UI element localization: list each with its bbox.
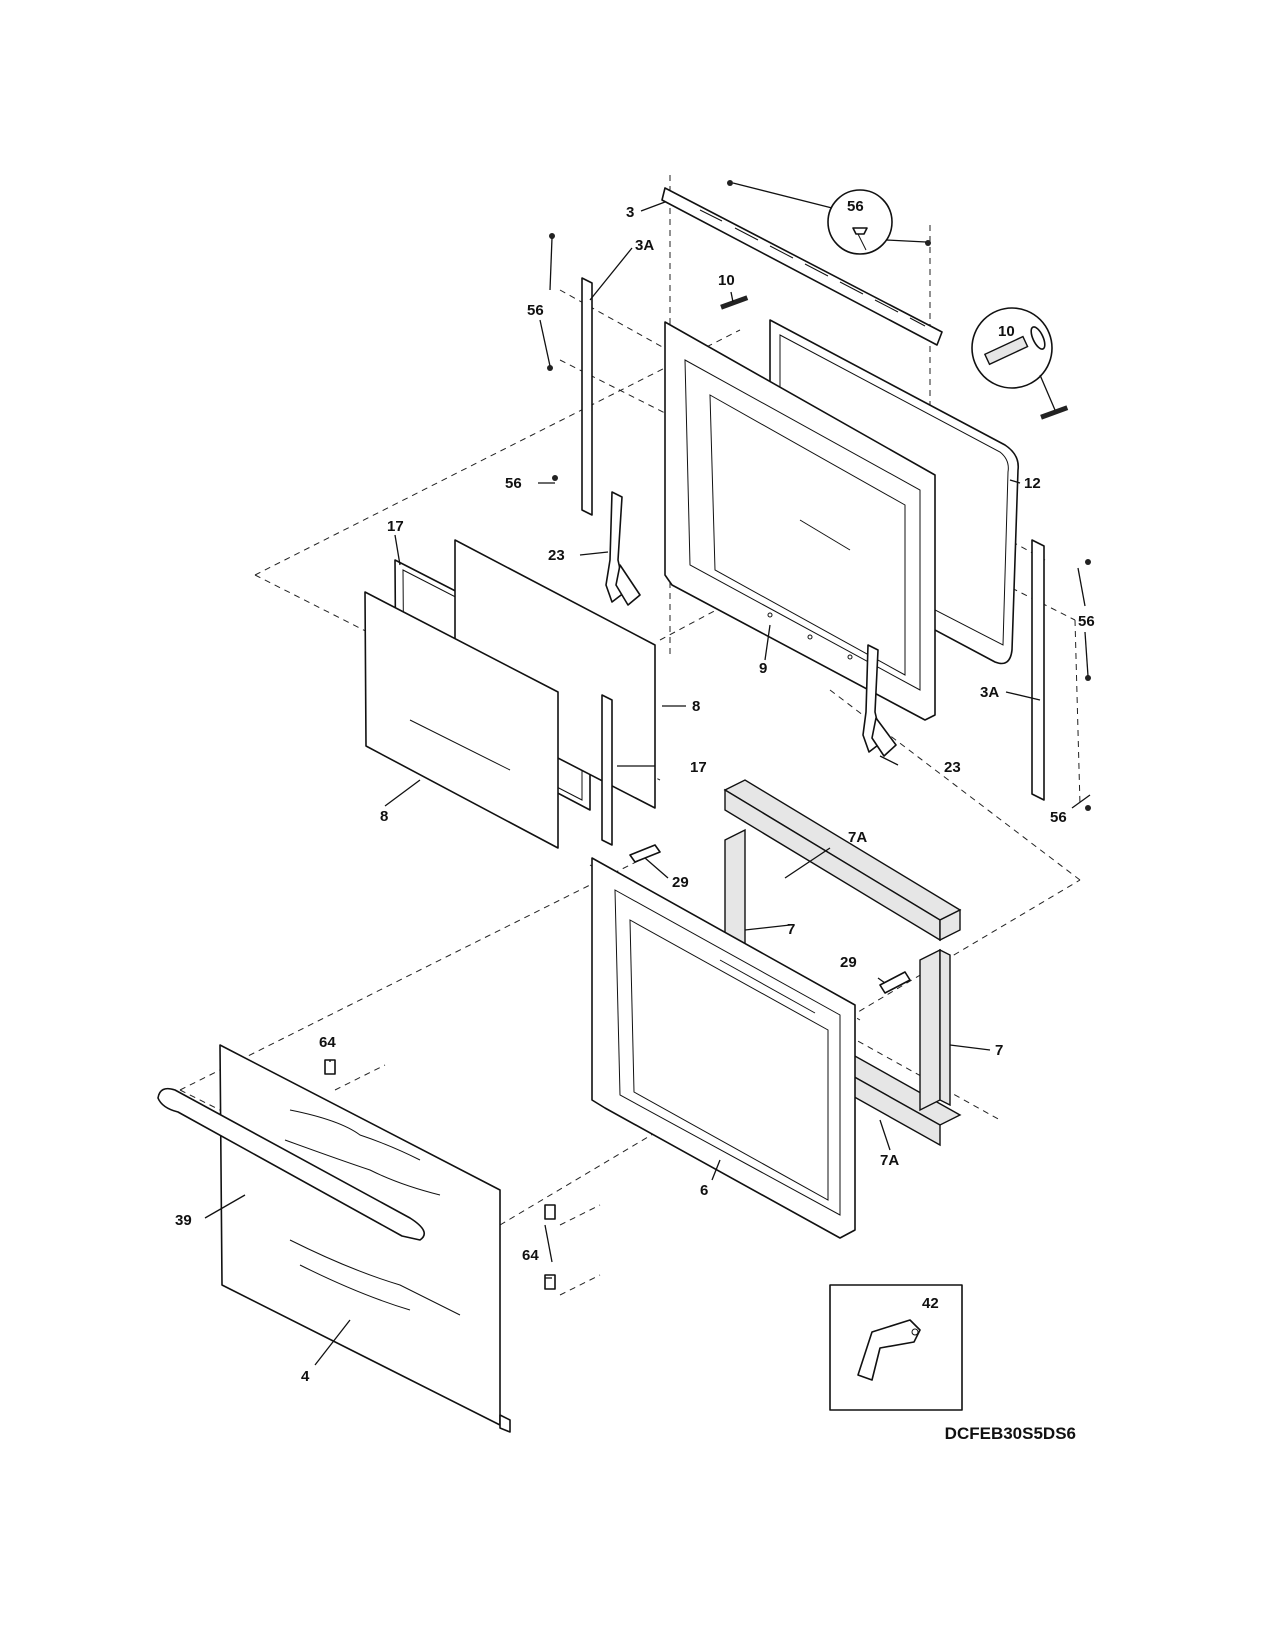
bumper-mid [544,1204,556,1220]
outer-door-frame [591,857,856,1239]
glass-panel-left [364,591,559,849]
callout-56-bottom: 56 [1050,809,1067,826]
callout-39: 39 [175,1212,192,1229]
callout-56-top-circle: 56 [847,198,864,215]
callout-6: 6 [700,1182,708,1199]
bracket-detail-box [829,1284,963,1411]
bolt-detail-circle [971,307,1056,411]
screw-detail-circle [732,182,927,255]
callout-7-upper: 7 [787,921,795,938]
insulation-top [723,779,962,942]
callout-17-lower: 17 [690,759,707,776]
callout-56-left-mid: 56 [505,475,522,492]
callout-23-right: 23 [944,759,961,776]
callout-9: 9 [759,660,767,677]
callout-10-circle: 10 [998,323,1015,340]
callout-56-right: 56 [1078,613,1095,630]
callout-8-left: 8 [380,808,388,825]
callout-23-left: 23 [548,547,565,564]
spacer-left [629,844,661,863]
callout-64-upper: 64 [319,1034,336,1051]
bumper-lower [544,1274,556,1290]
callout-3A-left: 3A [635,237,654,254]
screws [547,180,1091,811]
hinge-right [862,644,897,757]
insulation-right-strip [919,948,951,1112]
callout-3: 3 [626,204,634,221]
callout-3A-right: 3A [980,684,999,701]
callout-10-left: 10 [718,272,735,289]
side-trim-right [1031,539,1045,801]
leader-lines [204,201,1091,1366]
callout-4: 4 [301,1368,310,1385]
glass-pack-frame-lower [601,694,613,846]
callout-29-right: 29 [840,954,857,971]
callout-12: 12 [1024,475,1041,492]
callout-7A-bottom: 7A [880,1152,899,1169]
callout-7-lower: 7 [995,1042,1003,1059]
callout-56-left-upper: 56 [527,302,544,319]
callout-7A-top: 7A [848,829,867,846]
hinge-left [605,491,641,606]
top-vent-trim [661,187,943,346]
side-trim-left [581,277,593,516]
bumper-upper [324,1059,336,1075]
model-code: DCFEB30S5DS6 [945,1424,1076,1443]
spacer-right [879,971,911,994]
callout-labels: 3 56 10 56 10 3A 56 12 17 23 9 56 8 3A 1… [175,198,1095,1385]
door-handle [157,1087,426,1241]
callout-64-lower: 64 [522,1247,539,1264]
callout-29-left: 29 [672,874,689,891]
inner-door-panel [664,321,936,721]
callout-8-right: 8 [692,698,700,715]
outer-door-panel [219,1044,511,1433]
callout-17-upper: 17 [387,518,404,535]
callout-42: 42 [922,1295,939,1312]
